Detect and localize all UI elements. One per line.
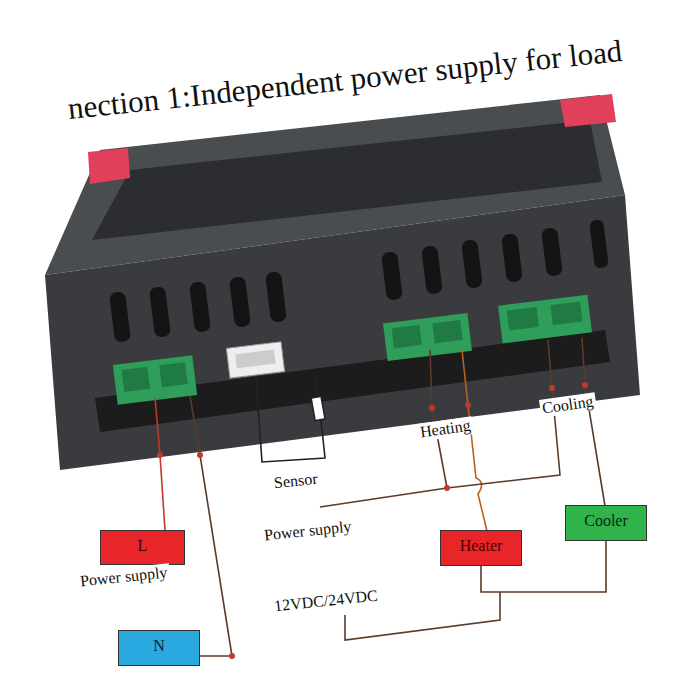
terminal-block (383, 313, 472, 361)
wire-label: Power supply (77, 563, 170, 591)
sensor-wire (256, 378, 325, 462)
box-text: Cooler (576, 511, 636, 530)
heater-wire (462, 350, 487, 531)
resistor-symbol (311, 396, 325, 420)
terminal-block (498, 295, 592, 344)
wires (155, 338, 605, 656)
vent-slots (109, 219, 609, 342)
terminal-box: N (118, 630, 200, 666)
sensor-wire (316, 376, 318, 397)
cooler-wire (582, 338, 605, 506)
box-text: N (129, 636, 189, 655)
sensor-connector (226, 342, 284, 378)
supply-wire (320, 340, 560, 507)
wire-label: Power supply (261, 517, 354, 545)
terminal-block (113, 355, 197, 404)
terminal-box: Heater (440, 530, 522, 566)
terminal-box: Cooler (565, 505, 647, 541)
red-clip (560, 94, 616, 127)
wire-label: 12VDC/24VDC (271, 586, 380, 616)
circuit-board (95, 330, 610, 432)
box-text: L (111, 536, 174, 555)
terminal-box: L (100, 530, 185, 565)
neutral-wire (190, 396, 232, 656)
red-clip (88, 148, 130, 184)
box-text: Heater (451, 536, 511, 555)
junction-dots (157, 382, 588, 659)
wire-label: Sensor (271, 470, 320, 493)
housing-front (45, 195, 640, 470)
live-wire (155, 398, 165, 530)
